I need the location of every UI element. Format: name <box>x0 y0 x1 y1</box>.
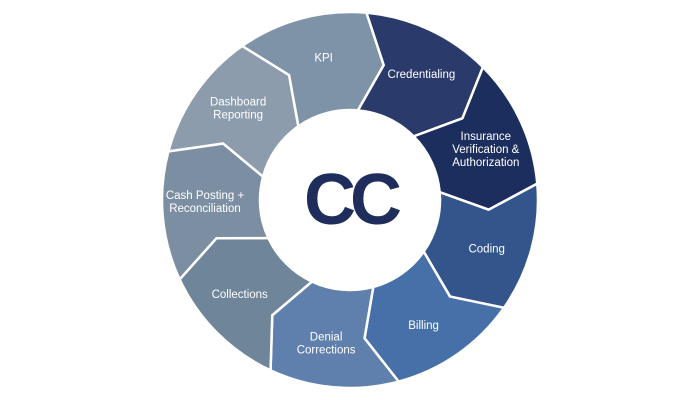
segment-label-3: Coding <box>468 243 504 255</box>
segment-label-7: Cash Posting +Reconciliation <box>166 190 245 215</box>
center-logo: CC <box>304 160 407 240</box>
segment-label-1: Credentialing <box>388 69 456 81</box>
segment-label-9: KPI <box>314 52 333 64</box>
center-disc <box>260 110 440 290</box>
segment-label-4: Billing <box>408 320 439 332</box>
segment-label-6: Collections <box>212 289 268 301</box>
center-logo-text: CC <box>304 160 401 240</box>
